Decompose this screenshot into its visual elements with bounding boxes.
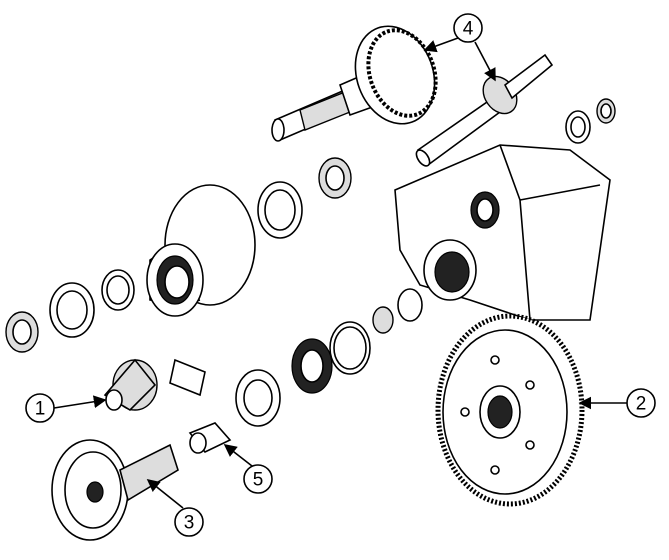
pinion-gear	[103, 358, 206, 412]
large-spur-gear	[435, 313, 585, 507]
callout-4: 4	[453, 13, 483, 43]
flange-shaft	[51, 439, 179, 541]
differential-housing	[394, 144, 611, 321]
callout-5-label: 5	[253, 470, 264, 491]
bearing-cone	[372, 306, 394, 334]
pinion-shaft	[415, 53, 554, 167]
callout-4-label: 4	[463, 19, 474, 40]
leader-lines	[53, 37, 627, 509]
callout-1: 1	[25, 393, 55, 423]
sleeve	[188, 422, 232, 454]
callout-5: 5	[243, 464, 273, 494]
callout-3: 3	[174, 507, 204, 537]
callout-3-label: 3	[184, 513, 195, 534]
bevel-gear-shaft	[271, 25, 438, 142]
hub-carrier	[146, 184, 256, 317]
callout-2: 2	[626, 388, 656, 418]
callout-1-label: 1	[35, 399, 46, 420]
callout-2-label: 2	[636, 394, 647, 415]
bearing-cup	[397, 288, 423, 322]
